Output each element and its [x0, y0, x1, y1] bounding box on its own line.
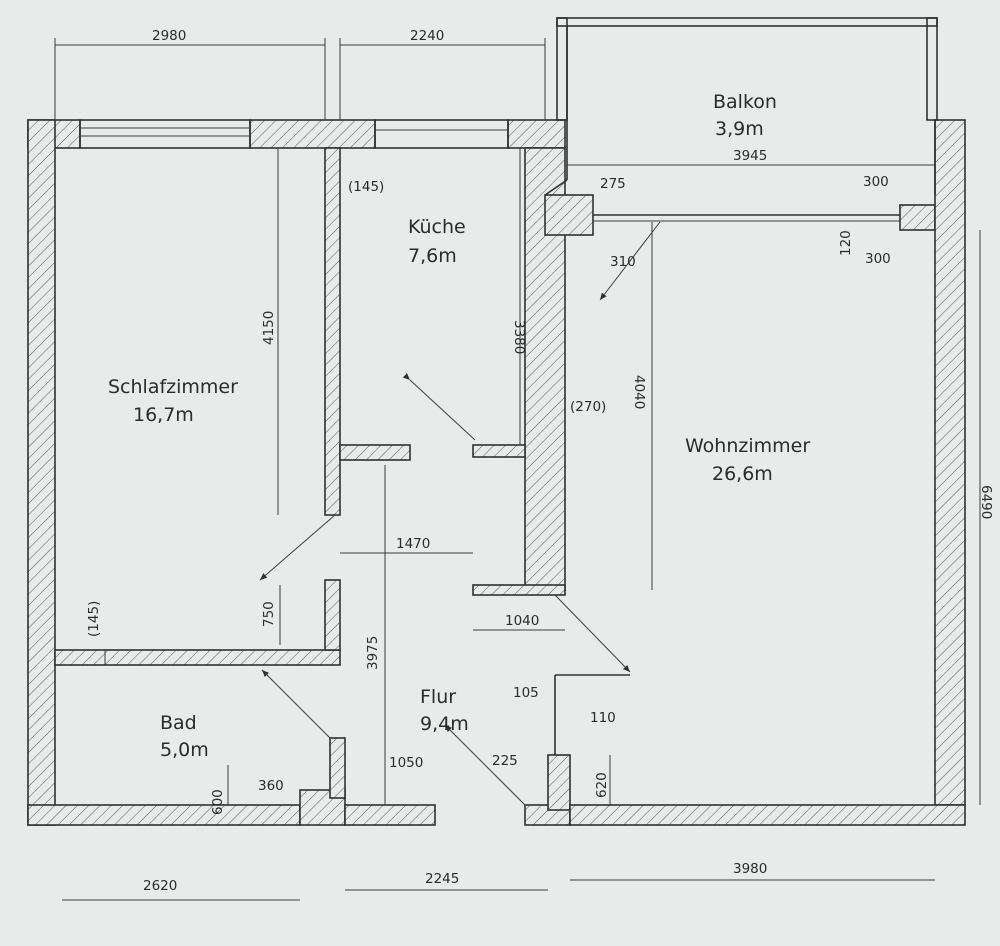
dim-label: 110 [590, 710, 616, 726]
dim-label: 620 [594, 772, 610, 798]
dim-label: 1040 [505, 613, 539, 629]
dim-label: (145) [86, 601, 102, 637]
dim-label: (270) [570, 399, 606, 415]
dim-label: 3975 [365, 636, 381, 670]
dim-label: 1470 [396, 536, 430, 552]
dim-label: 1050 [389, 755, 423, 771]
dim-label: 2240 [410, 28, 444, 44]
dim-label: 360 [258, 778, 284, 794]
room-name-balkon: Balkon [713, 91, 777, 113]
room-name-flur: Flur [420, 686, 456, 708]
room-name-kueche: Küche [408, 216, 466, 238]
dim-label: 310 [610, 254, 636, 270]
room-name-bad: Bad [160, 712, 197, 734]
dim-label: 3945 [733, 148, 767, 164]
dim-label: 750 [261, 601, 277, 627]
dim-label: 3380 [511, 320, 527, 354]
dim-label: 300 [865, 251, 891, 267]
dim-label: 2620 [143, 878, 177, 894]
balcony-railing [544, 17, 938, 196]
dim-label: 300 [863, 174, 889, 190]
room-name-wohnzimmer: Wohnzimmer [685, 435, 810, 457]
dim-label: 105 [513, 685, 539, 701]
dim-label: 120 [838, 230, 854, 256]
dim-label: 6490 [978, 485, 994, 519]
dim-label: (145) [348, 179, 384, 195]
dimension-lines [54, 38, 981, 901]
room-area-kueche: 7,6m [408, 245, 457, 267]
dim-label: 600 [210, 789, 226, 815]
dim-label: 275 [600, 176, 626, 192]
dim-label: 2245 [425, 871, 459, 887]
dim-label: 4040 [631, 375, 647, 409]
room-area-wohnzimmer: 26,6m [712, 463, 773, 485]
room-area-bad: 5,0m [160, 739, 209, 761]
walls [27, 119, 966, 826]
dim-label: 225 [492, 753, 518, 769]
dim-label: 3980 [733, 861, 767, 877]
room-area-schlafzimmer: 16,7m [133, 404, 194, 426]
door-swings [259, 221, 661, 806]
room-area-balkon: 3,9m [715, 118, 764, 140]
dim-label: 4150 [261, 311, 277, 345]
room-area-flur: 9,4m [420, 713, 469, 735]
dim-label: 2980 [152, 28, 186, 44]
windows [79, 119, 900, 222]
room-name-schlafzimmer: Schlafzimmer [108, 376, 238, 398]
